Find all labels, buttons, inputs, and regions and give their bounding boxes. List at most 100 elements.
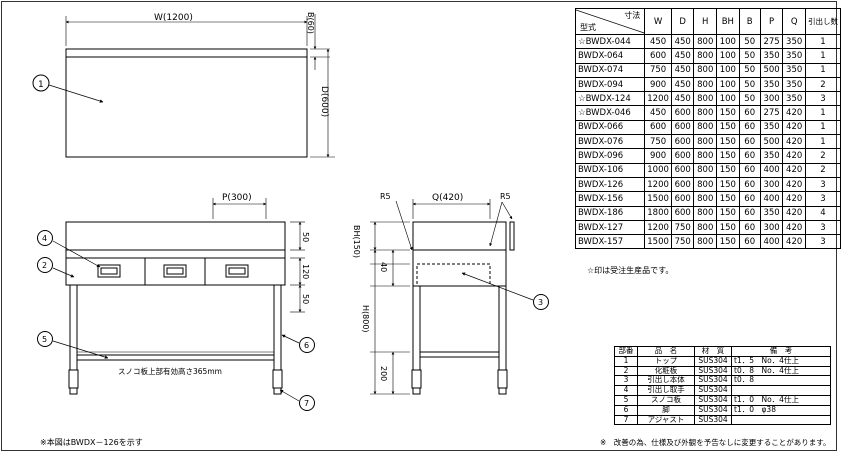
spec-value-cell: 1 [804,33,841,50]
spec-value-cell: 450 [670,62,695,78]
dim-header-label: 寸法 [624,11,641,20]
spec-model-cell: BWDX-126 [574,176,646,193]
side-drawer [416,263,491,287]
spec-value-cell: 1000 [644,162,672,178]
spec-footnote: ☆印は受注生産品です。 [587,266,674,275]
spec-value-cell: 60 [738,219,761,236]
spec-value-cell: 800 [693,162,718,178]
spec-value-cell: 420 [782,119,806,136]
spec-value-cell: 60 [738,191,761,207]
spec-value-cell: 1500 [644,234,672,250]
spec-value-cell: 150 [716,148,740,164]
spec-value-cell: 300 [759,176,784,193]
spec-value-cell: 750 [644,134,672,150]
top-view [32,14,335,158]
dim-50-top: 50 [301,232,310,242]
dim-120: 120 [301,264,310,279]
spec-model-cell: ☆BWDX-046 [574,105,646,121]
spec-col-header: Q [782,8,806,35]
spec-model-cell: BWDX-127 [574,219,646,236]
spec-value-cell: 60 [738,105,761,121]
drawer-handle-3 [225,264,249,278]
spec-value-cell: 800 [693,48,718,64]
spec-value-cell: 600 [670,148,695,164]
drawer-handle-1 [97,264,121,278]
parts-cell: 5 [614,394,638,406]
side-leg-right [498,285,507,371]
spec-col-header: H [693,8,718,35]
spec-value-cell: 800 [693,134,718,150]
p-label: P(300) [222,193,252,203]
spec-value-cell: 1 [804,134,841,150]
front-top [65,221,286,251]
spec-value-cell: 400 [759,234,784,250]
q-label: Q(420) [432,193,463,203]
spec-col-header: BH [716,8,740,35]
sunoko-board [76,354,275,361]
callout-3-label: 3 [538,298,543,307]
spec-value-cell: 3 [804,91,841,107]
spec-value-cell: 1500 [644,191,672,207]
parts-cell [731,414,831,426]
spec-value-cell: 800 [693,105,718,121]
parts-cell: スノコ板 [637,394,695,406]
r5-left-label: R5 [380,192,391,201]
parts-cell: t0．8 [731,375,831,387]
spec-value-cell: 420 [782,191,806,207]
spec-model-cell: BWDX-186 [574,205,646,221]
spec-value-cell: 60 [738,119,761,136]
spec-value-cell: 350 [759,148,784,164]
spec-model-cell: BWDX-156 [574,191,646,207]
spec-value-cell: 50 [738,48,761,64]
spec-model-cell: BWDX-076 [574,134,646,150]
spec-value-cell: 100 [716,62,740,78]
spec-value-cell: 800 [693,176,718,193]
spec-value-cell: 420 [782,234,806,250]
spec-value-cell: 800 [693,33,718,50]
spec-value-cell: 50 [738,33,761,50]
w-label: W(1200) [154,13,193,23]
spec-value-cell: 150 [716,105,740,121]
parts-cell: トップ [637,355,695,367]
spec-value-cell: 50 [738,91,761,107]
spec-value-cell: 800 [693,219,718,236]
spec-value-cell: 600 [670,176,695,193]
callout-1-label: 1 [38,80,44,90]
parts-cell: t1．5 No．4仕上 [731,355,831,367]
spec-value-cell: 350 [782,48,806,64]
parts-header-row: 部番品 名材 質備 考 [614,346,831,357]
spec-value-cell: 150 [716,119,740,136]
drawer-handle-2 [163,264,187,278]
spec-value-cell: 2 [804,148,841,164]
spec-model-cell: ☆BWDX-124 [574,91,646,107]
spec-value-cell: 420 [782,148,806,164]
spec-value-cell: 100 [716,48,740,64]
spec-value-cell: 350 [759,119,784,136]
parts-cell: 4 [614,385,638,396]
spec-value-cell: 3 [804,234,841,250]
spec-value-cell: 450 [670,76,695,93]
parts-cell: SUS304 [694,404,732,416]
front-drawer-band [65,257,286,286]
spec-corner-cell: 寸法 型式 [574,8,646,35]
parts-cell: SUS304 [694,414,732,426]
spec-value-cell: 420 [782,205,806,221]
spec-value-cell: 600 [644,48,672,64]
r5-right-label: R5 [500,192,511,201]
top-outline [65,48,308,158]
spec-value-cell: 350 [782,91,806,107]
leg-right [273,284,282,371]
spec-col-header: P [759,8,784,35]
